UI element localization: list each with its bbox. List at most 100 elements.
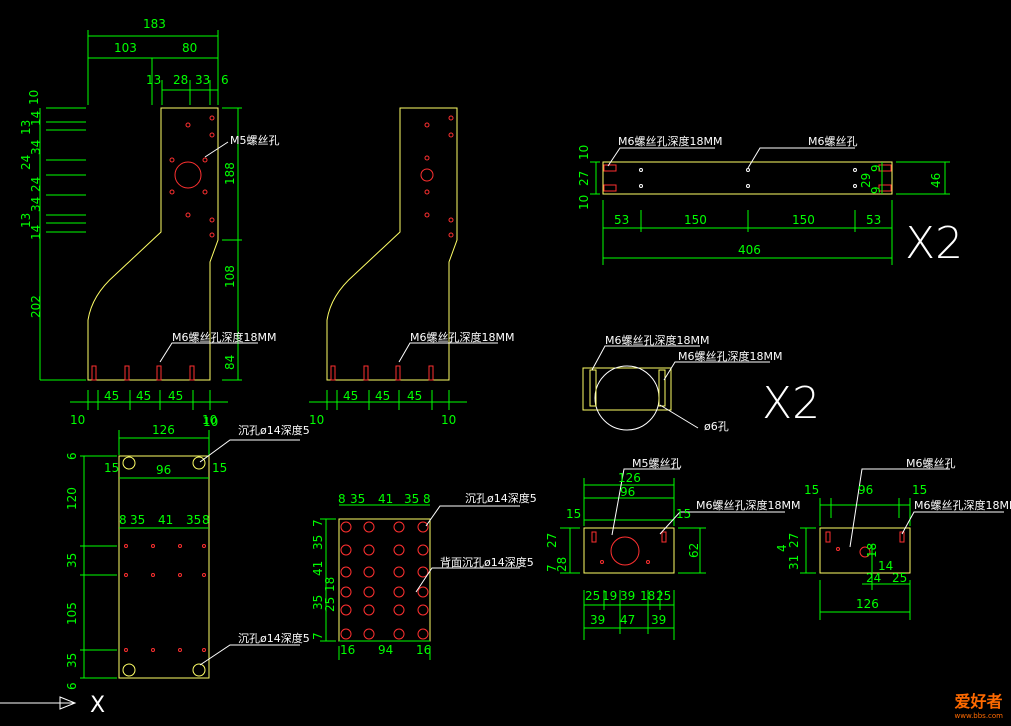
plate-b-counterbore <box>340 521 352 533</box>
plate-a-hole <box>202 573 206 577</box>
plate-a-hole <box>151 648 155 652</box>
dim-bb-inner-24: 24 <box>866 571 881 585</box>
plate-b-counterbore <box>340 544 352 556</box>
dim-bottom-45b: 45 <box>136 389 151 403</box>
plate-b-counterbore <box>393 566 405 578</box>
callout-clamp-m6-18mm-b: M6螺丝孔深度18MM <box>678 349 782 363</box>
dim-pa-left-105: 105 <box>65 602 79 625</box>
dim-pb-left-35a: 35 <box>311 535 325 550</box>
dim-ba-39c: 39 <box>651 613 666 627</box>
dim-bb-inner-25: 25 <box>892 571 907 585</box>
dim-pb-8b: 8 <box>423 492 431 506</box>
plate-a-hole <box>178 573 182 577</box>
dim-pa-8b: 8 <box>202 513 210 527</box>
dim-left-202: 202 <box>29 295 43 318</box>
dim-pb-41: 41 <box>378 492 393 506</box>
callout-pb-back-cb: 背面沉孔ø14深度5 <box>440 555 534 569</box>
dim-103: 103 <box>114 41 137 55</box>
watermark-sub: www.bbs.com <box>954 712 1003 720</box>
callout-clamp-m6-18mm-a: M6螺丝孔深度18MM <box>605 333 709 347</box>
plate-a-hole <box>124 544 128 548</box>
dim-bar-right-46: 46 <box>929 173 943 188</box>
dim-bb-left-31: 31 <box>787 555 801 570</box>
callout-bar-m6: M6螺丝孔 <box>808 135 858 148</box>
dim-right-188: 188 <box>223 162 237 185</box>
dim-pa-8a: 8 <box>119 513 127 527</box>
plate-b-counterbore <box>417 586 429 598</box>
plate-b-counterbore <box>393 544 405 556</box>
dim-b-bottom-10b: 10 <box>441 413 456 427</box>
dim-pb-left-35b: 35 <box>311 595 325 610</box>
plate-b-counterbore <box>363 521 375 533</box>
dim-ba-right-62: 62 <box>687 543 701 558</box>
dim-pa-35a: 35 <box>130 513 145 527</box>
dim-ba-left-27: 27 <box>545 533 559 548</box>
dim-bb-left-27: 27 <box>787 533 801 548</box>
plate-a-hole <box>151 544 155 548</box>
plate-b-counterbore <box>417 604 429 616</box>
callout-pa-cb-b: 沉孔ø14深度5 <box>238 631 310 645</box>
dim-right-108: 108 <box>223 265 237 288</box>
plate-b-counterbore <box>363 544 375 556</box>
dim-ba-15b: 15 <box>676 507 691 521</box>
dim-bar-left-10b: 10 <box>577 195 591 210</box>
callout-b-m6-hole-18mm: M6螺丝孔深度18MM <box>410 330 514 344</box>
dim-6: 6 <box>221 73 229 87</box>
plate-b-counterbore <box>340 604 352 616</box>
dim-pa-126: 126 <box>152 423 175 437</box>
plate-b: 8 35 41 35 8 7 35 41 18 35 25 7 16 94 16… <box>311 491 537 660</box>
dim-left-13b: 13 <box>19 213 33 228</box>
plate-a: 126 10 15 96 15 8 35 41 35 8 6 120 35 10… <box>65 415 310 690</box>
dim-bb-96: 96 <box>858 483 873 497</box>
clamp-part: M6螺丝孔深度18MM M6螺丝孔深度18MM ø6孔 X2 <box>582 333 820 433</box>
dim-pa-41: 41 <box>158 513 173 527</box>
plate-b-counterbore <box>393 628 405 640</box>
bar-part: M6螺丝孔深度18MM M6螺丝孔 10 27 10 9 29 9 46 53 … <box>577 134 963 269</box>
dim-pb-16a: 16 <box>340 643 355 657</box>
plate-b-counterbore <box>363 628 375 640</box>
dim-ba-25b: 25 <box>656 589 671 603</box>
dim-33: 33 <box>195 73 210 87</box>
dim-bar-right-29: 29 <box>859 173 873 188</box>
dim-bar-53a: 53 <box>614 213 629 227</box>
dim-ba-15a: 15 <box>566 507 581 521</box>
dim-ba-47: 47 <box>620 613 635 627</box>
dim-ba-126: 126 <box>618 471 641 485</box>
dim-80: 80 <box>182 41 197 55</box>
dim-pa-left-35a: 35 <box>65 553 79 568</box>
dim-ba-96: 96 <box>620 485 635 499</box>
watermark-text: 爱好者 <box>954 692 1003 711</box>
dim-ba-18: 18 <box>640 589 655 603</box>
block-b: M6螺丝孔 M6螺丝孔深度18MM 15 96 15 4 27 31 18 14… <box>775 457 1011 620</box>
callout-clamp-hole6: ø6孔 <box>704 420 729 433</box>
dim-ba-39b: 39 <box>590 613 605 627</box>
dim-bottom-45c: 45 <box>168 389 183 403</box>
dim-pb-94: 94 <box>378 643 393 657</box>
dim-left-14: 14 <box>29 111 43 126</box>
dim-pa-15a: 15 <box>104 461 119 475</box>
dim-left-34b: 34 <box>29 197 43 212</box>
dim-bottom-10a: 10 <box>70 413 85 427</box>
dim-b-bottom-10a: 10 <box>309 413 324 427</box>
dim-bb-inner-18: 18 <box>865 543 879 558</box>
plate-b-counterbore <box>393 604 405 616</box>
dim-ba-19: 19 <box>602 589 617 603</box>
plate-b-counterbore <box>363 586 375 598</box>
dim-pa-left-35b: 35 <box>65 653 79 668</box>
plate-a-hole <box>202 544 206 548</box>
dim-pa-left-120: 120 <box>65 487 79 510</box>
dim-bb-126: 126 <box>856 597 879 611</box>
dim-b-bottom-45b: 45 <box>375 389 390 403</box>
side-bracket-a: 183 103 80 13 28 33 6 10 13 14 34 24 24 … <box>19 17 280 427</box>
plate-b-counterbore <box>363 604 375 616</box>
dim-pb-left-25: 25 <box>323 597 337 612</box>
callout-bar-m6-18mm: M6螺丝孔深度18MM <box>618 134 722 148</box>
ucs-axis-icon: X <box>0 693 105 718</box>
dim-bb-15a: 15 <box>804 483 819 497</box>
dim-pb-left-41: 41 <box>311 561 325 576</box>
plate-b-counterbore <box>417 544 429 556</box>
callout-m6-hole-18mm: M6螺丝孔深度18MM <box>172 330 276 344</box>
dim-bar-53b: 53 <box>866 213 881 227</box>
plate-a-hole <box>202 648 206 652</box>
